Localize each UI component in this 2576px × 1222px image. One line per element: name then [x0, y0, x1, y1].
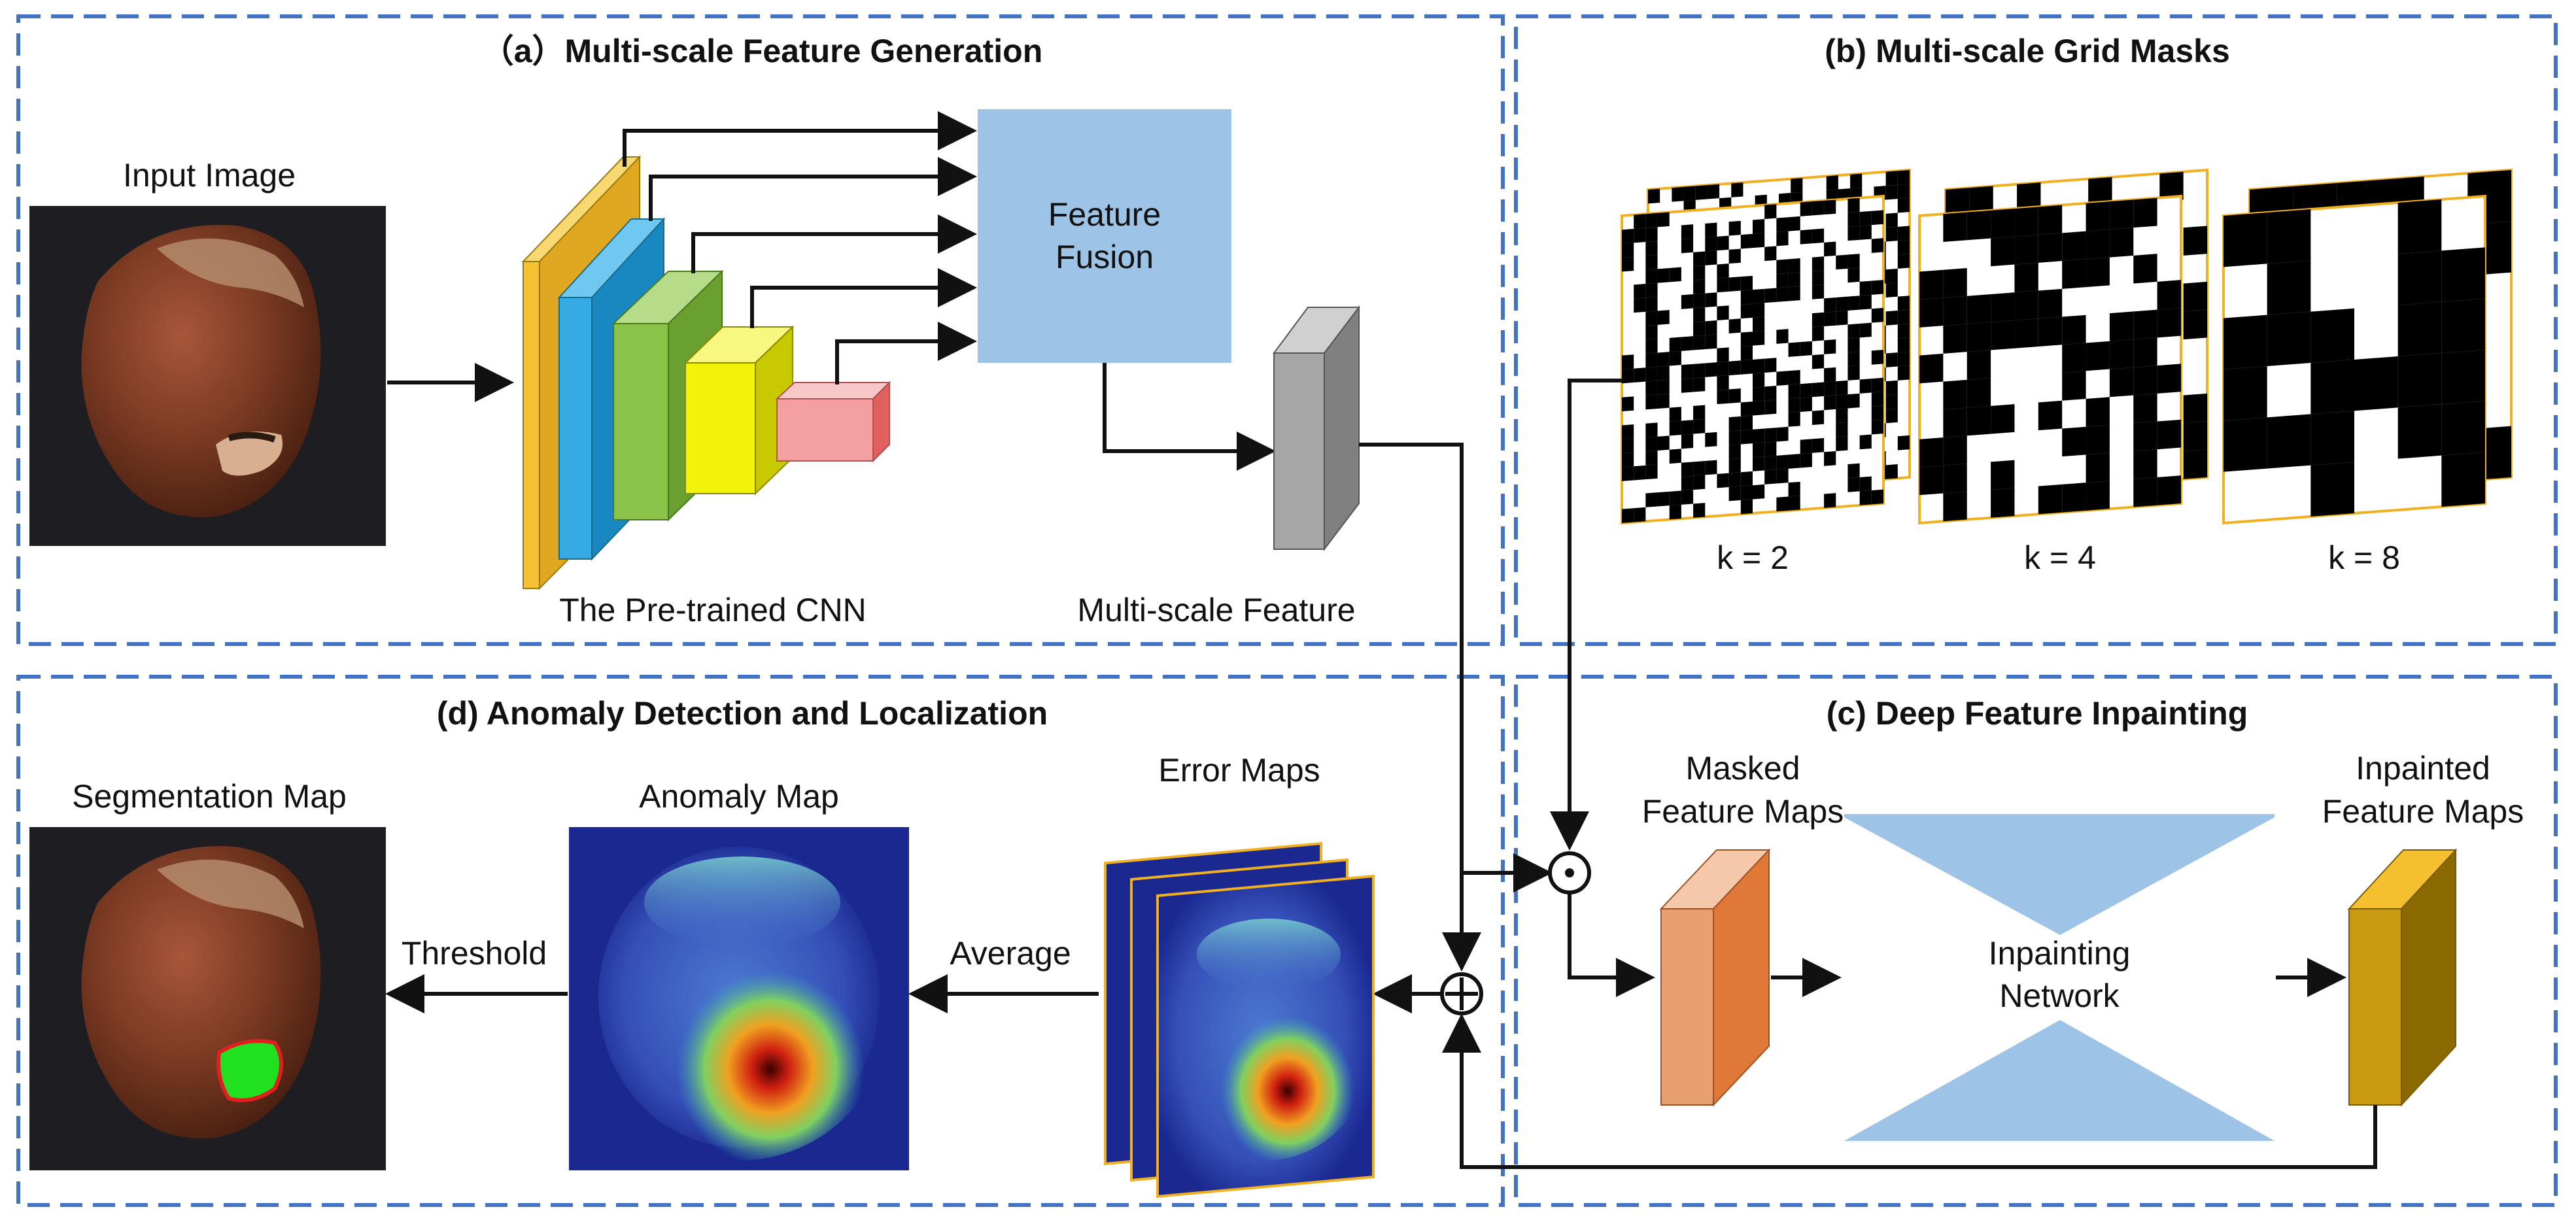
circled-plus-icon — [1440, 972, 1483, 1015]
segmentation-map — [29, 827, 386, 1170]
panel-d-border — [16, 675, 1505, 1207]
multiscale-feature-label: Multi-scale Feature — [1077, 592, 1355, 628]
arrow-inpainted-to-add — [1442, 1013, 2377, 1169]
arrow-multiply-to-masked — [1568, 892, 1655, 997]
inpainting-label-line1: Inpainting — [1989, 935, 2131, 972]
arrow-fusion-to-feature — [1103, 363, 1276, 471]
input-image — [29, 206, 386, 546]
error-maps-label: Error Maps — [1158, 752, 1320, 789]
anomaly-map-label: Anomaly Map — [639, 778, 839, 815]
feature-fusion-block — [978, 109, 1231, 363]
mask-k2-label: k = 2 — [1717, 539, 1789, 576]
mask-k4-label: k = 4 — [2024, 539, 2096, 576]
grid-masks — [1621, 168, 2513, 525]
panel-b-border — [1514, 14, 2558, 646]
masked-feature-block — [1659, 848, 1771, 1107]
circled-dot-icon — [1548, 851, 1591, 894]
panel-c-title: (c) Deep Feature Inpainting — [1827, 695, 2248, 732]
cnn-label: The Pre-trained CNN — [559, 592, 867, 628]
inpainting-network-block — [1844, 814, 2275, 1141]
multiscale-feature-block — [1273, 305, 1361, 551]
threshold-label: Threshold — [402, 935, 547, 972]
arrow-mask-to-multiply — [1550, 379, 1622, 851]
mask-k8 — [2222, 168, 2513, 525]
anomaly-map — [569, 827, 909, 1170]
segmentation-map-label: Segmentation Map — [72, 778, 347, 815]
inpainted-feature-block — [2347, 848, 2458, 1107]
mask-k8-label: k = 8 — [2328, 539, 2400, 576]
fusion-label-line1: Feature — [1048, 196, 1161, 233]
panel-d-title: (d) Anomaly Detection and Localization — [437, 695, 1048, 732]
error-maps-stack — [1104, 841, 1377, 1198]
input-image-label: Input Image — [123, 157, 296, 194]
masked-label-line2: Feature Maps — [1642, 793, 1844, 830]
error-map-sheet — [1154, 874, 1377, 1198]
masked-label-line1: Masked — [1685, 750, 1800, 787]
inpainted-label-line2: Feature Maps — [2322, 793, 2524, 830]
inpainting-label-line2: Network — [1999, 977, 2120, 1014]
panel-b-title: (b) Multi-scale Grid Masks — [1825, 33, 2230, 69]
inpainted-label-line1: Inpainted — [2356, 750, 2490, 787]
mask-k2 — [1621, 168, 1911, 525]
fusion-label-line2: Fusion — [1056, 239, 1154, 275]
average-label: Average — [950, 935, 1071, 972]
panel-a-title: （a）Multi-scale Feature Generation — [481, 33, 1043, 69]
panel-a-border — [16, 14, 1505, 646]
cnn-layers — [521, 155, 891, 590]
cnn-to-fusion-arrows — [623, 111, 977, 384]
arrow-feature-to-add — [1359, 443, 1481, 972]
mask-k4 — [1918, 168, 2208, 525]
